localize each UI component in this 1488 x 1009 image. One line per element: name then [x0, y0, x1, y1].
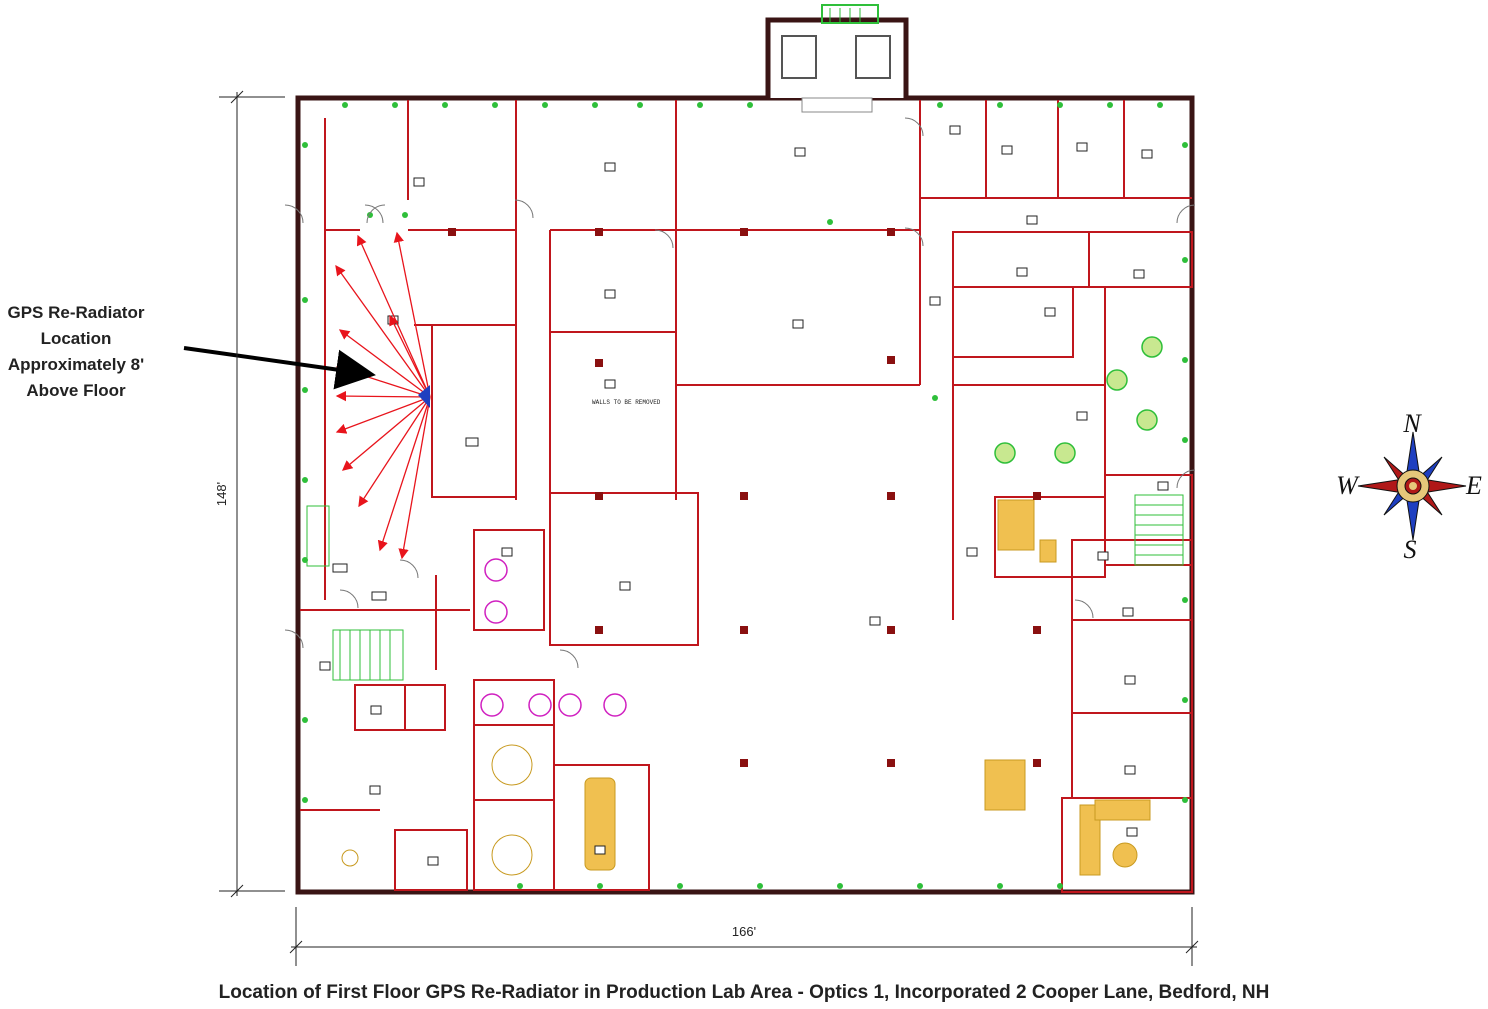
furniture [341, 499, 1151, 876]
callout-line-4: Above Floor [26, 381, 126, 400]
callout-line-2: Location [40, 329, 112, 348]
callout-line-1: GPS Re-Radiator [7, 303, 145, 322]
figure-caption: Location of First Floor GPS Re-Radiator … [218, 982, 1270, 1003]
green-markers [302, 102, 1188, 889]
stairs [306, 494, 1184, 681]
walls-removed-note: WALLS TO BE REMOVED [592, 399, 661, 406]
room-tags [319, 125, 1169, 866]
building-outline [295, 4, 1195, 895]
compass-s: S [1404, 535, 1417, 564]
height-dimension-label: 148' [214, 482, 229, 506]
callout-arrow [183, 346, 376, 390]
gps-reradiator-unit [418, 385, 430, 408]
interior-walls [300, 100, 1193, 893]
workstations [994, 336, 1163, 464]
dimension-width [289, 907, 1199, 966]
compass-w: W [1336, 471, 1360, 500]
gps-signal-rays [335, 231, 431, 560]
door-swings [284, 117, 1196, 669]
compass-e: E [1465, 471, 1482, 500]
compass-rose: N E S W [1336, 409, 1482, 564]
gps-reradiator-callout: GPS Re-Radiator Location Approximately 8… [0, 300, 152, 404]
dimension-height [219, 90, 285, 898]
column-markers [448, 228, 1041, 767]
restroom-fixtures [480, 558, 627, 717]
callout-line-3: Approximately 8' [7, 355, 145, 374]
compass-n: N [1402, 409, 1422, 438]
width-dimension-label: 166' [732, 924, 756, 939]
